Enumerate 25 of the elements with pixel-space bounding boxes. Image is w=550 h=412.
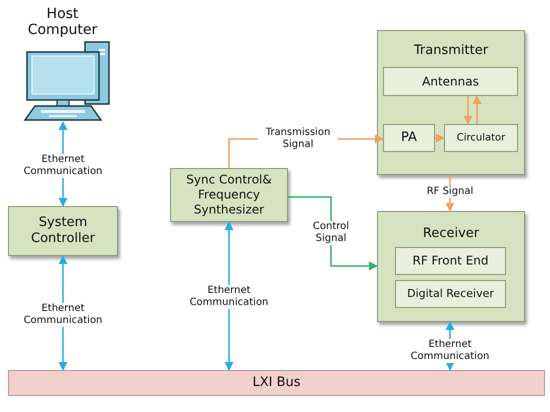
node-label: Transmitter xyxy=(412,43,490,59)
connector-arrow xyxy=(435,134,445,142)
component-box xyxy=(395,280,506,308)
node-label: LXI Bus xyxy=(251,375,302,391)
process-box xyxy=(170,168,288,222)
component-box xyxy=(383,124,435,152)
connector-arrow xyxy=(464,96,472,125)
module-box xyxy=(377,30,525,175)
component-box xyxy=(383,67,518,96)
node-title: Host Computer xyxy=(26,6,98,38)
node-label: PA xyxy=(400,130,418,146)
module-box xyxy=(377,211,525,322)
node-label: Digital Receiver xyxy=(406,287,495,301)
node-label: Antennas xyxy=(421,74,480,89)
node-label: System Controller xyxy=(30,215,96,247)
bus-bar xyxy=(8,370,545,396)
node-label: Sync Control& Frequency Synthesizer xyxy=(185,172,273,218)
component-box xyxy=(395,247,506,275)
node-label: RF Front End xyxy=(411,254,490,268)
node-label: Circulator xyxy=(456,132,506,144)
component-box xyxy=(444,124,518,152)
process-box xyxy=(8,206,118,256)
connector-arrow xyxy=(472,95,482,124)
node-label: Receiver xyxy=(422,226,480,242)
edge-label: Transmission Signal xyxy=(258,127,338,151)
